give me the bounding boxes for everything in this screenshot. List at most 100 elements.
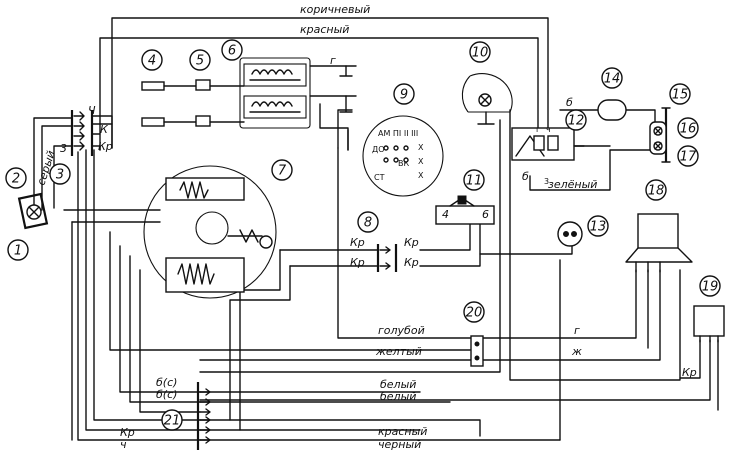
svg-text:17: 17 — [680, 150, 697, 165]
svg-text:6: 6 — [228, 44, 236, 59]
lamp-1-icon — [17, 192, 49, 230]
wire-red-top — [99, 37, 539, 151]
component-number-15: 15 — [669, 83, 691, 105]
headlamp-10-icon — [461, 73, 513, 125]
pin-g-blue: г — [574, 324, 580, 337]
rectifier-19-icon — [693, 305, 725, 343]
label-green: зелёный — [548, 178, 597, 191]
svg-text:4: 4 — [148, 54, 156, 69]
wire-grey — [33, 117, 73, 209]
svg-text:14: 14 — [604, 72, 621, 87]
button-11-icon — [435, 195, 495, 225]
svg-text:2: 2 — [12, 172, 20, 187]
pin-k-3: К — [100, 123, 109, 136]
label-yellow: желтый — [375, 345, 422, 358]
pin-kr-19: Кр — [682, 366, 697, 379]
pin-kr-8a: Кр — [350, 236, 365, 249]
component-number-13: 13 — [587, 215, 609, 237]
pin-b-12b: б — [522, 170, 529, 183]
switch-9-mark-2: X — [418, 157, 424, 166]
svg-text:13: 13 — [590, 220, 607, 235]
pin-4-11: 4 — [442, 208, 449, 221]
svg-text:21: 21 — [164, 414, 181, 429]
pin-ch-21: ч — [120, 438, 127, 451]
connector-8 — [376, 244, 398, 272]
pin-6-11: 6 — [482, 208, 489, 221]
pin-bc-2: б(с) — [156, 388, 177, 401]
svg-text:10: 10 — [472, 46, 489, 61]
pin-labels: Ч К Кр 3 г Кр Кр Кр Кр 4 6 б ч г б 3 г ж… — [60, 54, 697, 451]
wire-labels: коричневый красный серый зелёный голубой… — [34, 3, 597, 451]
svg-text:5: 5 — [196, 54, 204, 69]
pin-kr-3: Кр — [98, 140, 113, 153]
svg-text:20: 20 — [466, 306, 483, 321]
switch-9-mark-3: X — [418, 171, 424, 180]
pin-kr-8d: Кр — [404, 256, 419, 269]
component-number-3: 3 — [49, 163, 71, 185]
component-number-21: 21 — [161, 409, 183, 431]
switch-9-row2: ДО — [372, 145, 385, 154]
svg-text:9: 9 — [400, 88, 408, 103]
component-number-9: 9 — [393, 83, 415, 105]
pin-3-12: 3 — [544, 177, 549, 186]
label-black-bottom: черный — [378, 438, 421, 451]
component-number-20: 20 — [463, 301, 485, 323]
component-number-11: 11 — [463, 169, 485, 191]
pin-three: 3 — [60, 142, 67, 155]
component-number-6: 6 — [221, 39, 243, 61]
pin-g-6: г — [330, 54, 336, 67]
component-number-19: 19 — [699, 275, 721, 297]
pin-kr-8b: Кр — [350, 256, 365, 269]
fuse-20-icon — [470, 335, 484, 367]
light-switch-12-icon — [511, 127, 585, 161]
pin-kr-21: Кр — [120, 426, 135, 439]
switch-9-row3: ВК — [398, 159, 409, 168]
svg-text:7: 7 — [278, 164, 287, 179]
connector-3 — [70, 110, 94, 156]
pin-g-12: г — [536, 125, 540, 134]
connector-21 — [196, 382, 211, 450]
svg-text:8: 8 — [364, 216, 372, 231]
pin-kr-8c: Кр — [404, 236, 419, 249]
ignition-switch-9-icon — [362, 115, 444, 197]
label-white-2: белый — [380, 390, 416, 403]
ignition-coils-6-icon — [239, 57, 353, 129]
component-number-1: 1 — [7, 239, 29, 261]
component-number-14: 14 — [601, 67, 623, 89]
label-white-1: белый — [380, 378, 416, 391]
resistor-5-icon — [195, 79, 245, 127]
component-number-16: 16 — [677, 117, 699, 139]
component-number-7: 7 — [271, 159, 293, 181]
sensor-14-icon — [597, 99, 627, 121]
wires — [33, 17, 719, 441]
switch-9-mark-1: X — [418, 143, 424, 152]
component-number-2: 2 — [5, 167, 27, 189]
tail-lamp-15-16-17-icon — [649, 107, 671, 163]
svg-text:16: 16 — [680, 122, 697, 137]
svg-text:11: 11 — [466, 174, 483, 189]
pin-b-12: б — [566, 96, 573, 109]
component-number-4: 4 — [141, 49, 163, 71]
pin-bc-1: б(с) — [156, 376, 177, 389]
svg-text:12: 12 — [568, 114, 585, 129]
svg-text:18: 18 — [648, 184, 665, 199]
component-number-10: 10 — [469, 41, 491, 63]
pin-ch-12: ч — [546, 125, 551, 134]
component-number-5: 5 — [189, 49, 211, 71]
wire-brown — [111, 17, 549, 149]
label-brown: коричневый — [300, 3, 370, 16]
component-number-12: 12 — [565, 109, 587, 131]
component-number-17: 17 — [677, 145, 699, 167]
svg-text:15: 15 — [672, 88, 689, 103]
label-blue: голубой — [378, 324, 425, 337]
regulator-18-icon — [625, 213, 693, 273]
magneto-7-icon — [143, 165, 277, 299]
spark-plug-4-icon — [141, 81, 197, 127]
label-red-bottom: красный — [378, 425, 427, 438]
svg-text:1: 1 — [14, 244, 22, 259]
socket-13-icon — [557, 221, 583, 247]
label-red-top: красный — [300, 23, 349, 36]
pin-ch-3: Ч — [88, 104, 96, 117]
